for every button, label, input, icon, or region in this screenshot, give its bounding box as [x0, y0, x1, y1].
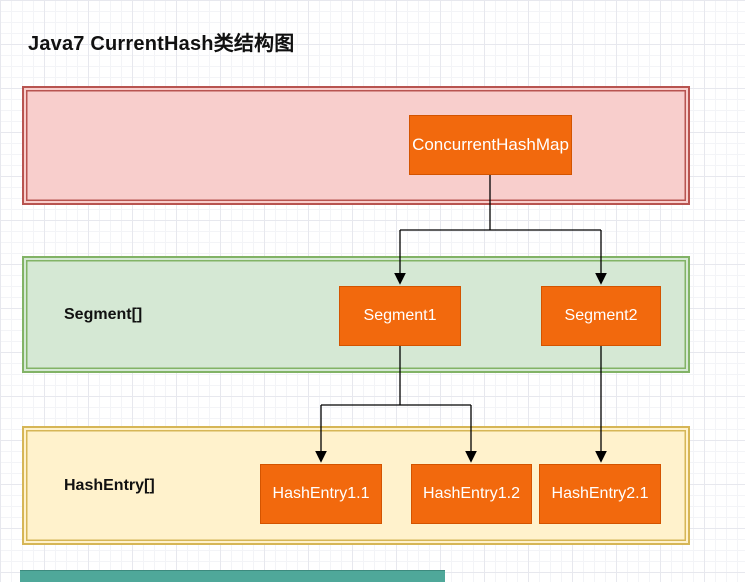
segment-band-label: Segment[] — [64, 305, 143, 323]
node-hashentry1-2-label: HashEntry1.2 — [423, 485, 520, 502]
bottom-partial-shape[interactable] — [20, 570, 445, 582]
hashentry-band-label: HashEntry[] — [64, 476, 155, 494]
node-hashentry2-1[interactable]: HashEntry2.1 — [539, 464, 661, 524]
node-concurrenthashmap[interactable]: ConcurrentHashMap — [409, 115, 572, 175]
node-segment2[interactable]: Segment2 — [541, 286, 661, 346]
node-hashentry1-1-label: HashEntry1.1 — [272, 485, 370, 502]
node-concurrenthashmap-label: ConcurrentHashMap — [412, 135, 569, 154]
node-segment1[interactable]: Segment1 — [339, 286, 461, 346]
node-hashentry1-2[interactable]: HashEntry1.2 — [411, 464, 532, 524]
diagram-title: Java7 CurrentHash类结构图 — [28, 33, 295, 55]
node-hashentry1-1[interactable]: HashEntry1.1 — [260, 464, 382, 524]
node-segment1-label: Segment1 — [363, 307, 437, 324]
band-concurrenthashmap[interactable] — [22, 86, 690, 205]
node-hashentry2-1-label: HashEntry2.1 — [551, 485, 649, 502]
node-segment2-label: Segment2 — [564, 307, 638, 324]
